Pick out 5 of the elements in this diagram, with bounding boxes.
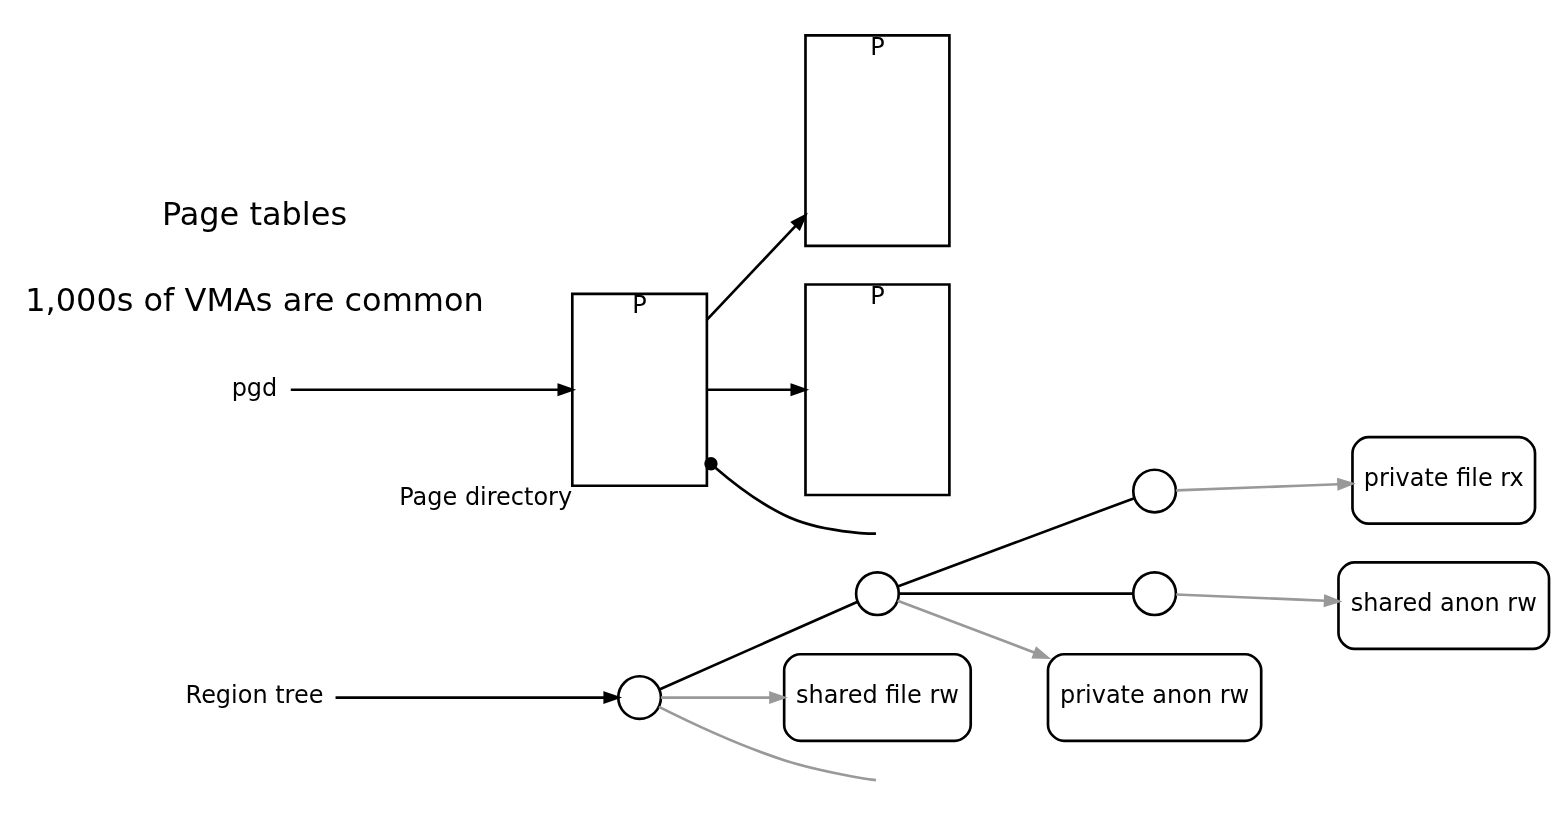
label: Page tables (161, 194, 348, 233)
label: 1,000s of VMAs are common (25, 281, 484, 320)
node-label: Page directory (399, 482, 573, 511)
node-text: Region tree (185, 681, 324, 710)
node-text: pgd (231, 373, 278, 402)
